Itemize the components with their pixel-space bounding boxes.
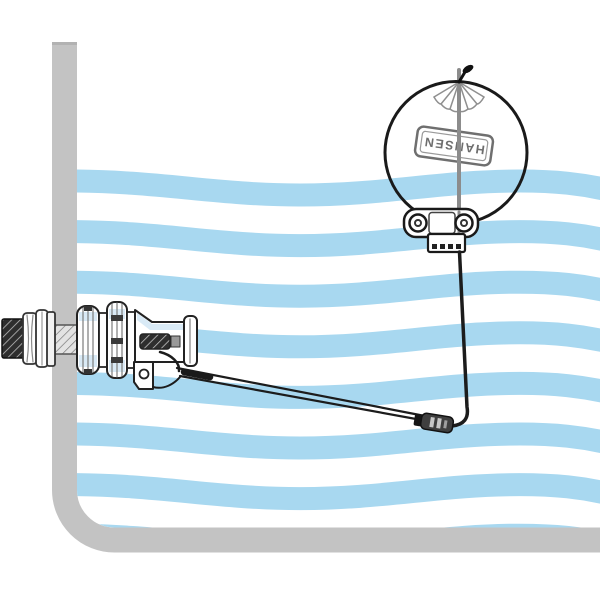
lever-arm-bottom-rail <box>178 374 429 423</box>
float-clamp <box>426 232 467 254</box>
lever-hook-lower <box>152 376 181 389</box>
water-waves <box>77 169 600 528</box>
float-bracket <box>402 207 480 239</box>
lever-arm-top-rail <box>175 366 427 418</box>
valve-plunger <box>139 333 171 350</box>
tank-wall <box>0 0 600 553</box>
valve-ring-b <box>106 301 128 379</box>
pivot-pin-hole <box>138 368 150 380</box>
valve-seat <box>170 335 181 348</box>
water-wave-band <box>77 270 600 308</box>
lever-hook-upper <box>158 350 181 373</box>
bracket-boss-left <box>408 213 428 233</box>
lock-nuts <box>22 309 56 368</box>
float-name-plate: HANSEN <box>413 125 495 167</box>
float-top-knob <box>457 64 474 84</box>
bracket-boss-right <box>454 213 474 233</box>
inlet-pipe-stub <box>1 318 25 359</box>
rod-connector <box>413 412 455 434</box>
float-assembly: HANSEN <box>383 64 529 254</box>
valve-outlet-cap <box>183 315 198 367</box>
valve-band-1 <box>98 312 108 368</box>
valve-assembly <box>1 301 198 390</box>
linkage <box>175 250 470 434</box>
lever-arm-grip <box>180 368 214 381</box>
water-wave-band <box>77 473 600 511</box>
tank-wall-band <box>52 0 600 553</box>
valve-band-2 <box>126 311 136 369</box>
water-wave-band <box>77 169 600 207</box>
valve-ring-a <box>76 305 100 375</box>
wall-top-cap <box>52 42 77 45</box>
wall-top-cut <box>0 0 600 42</box>
water-wave-band <box>77 371 600 409</box>
water-wave-band <box>77 220 600 258</box>
pivot-bracket <box>133 361 154 390</box>
water-wave-band <box>77 422 600 460</box>
